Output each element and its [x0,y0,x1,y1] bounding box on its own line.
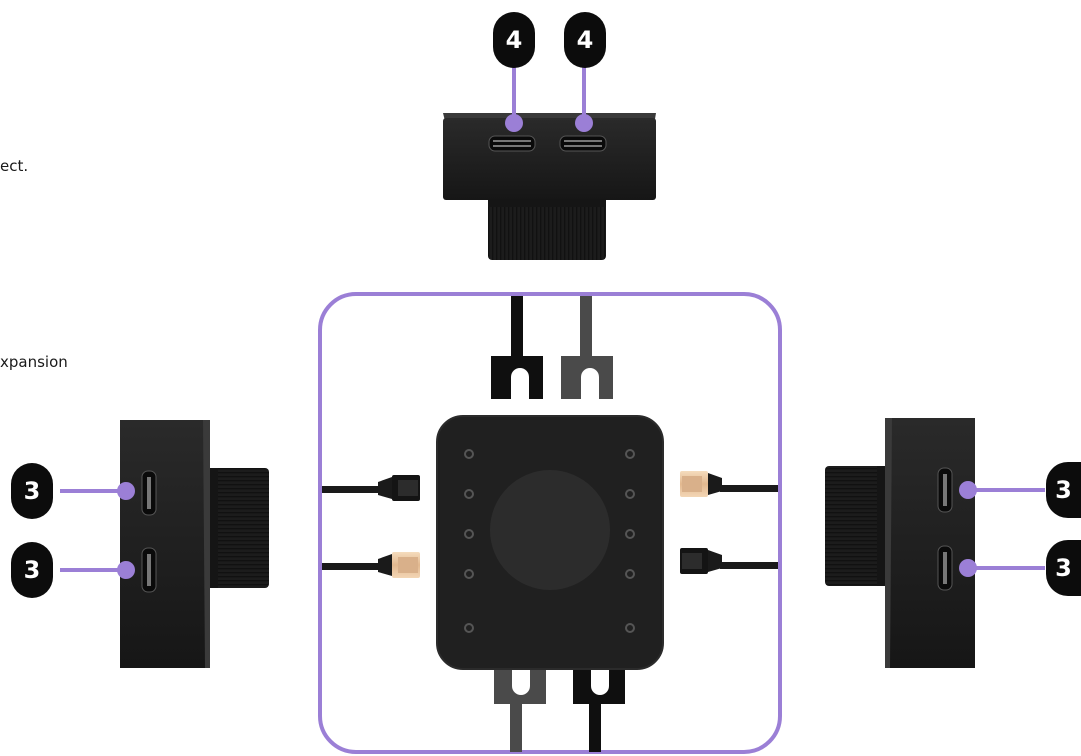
callout-badge-top-left: 4 [493,12,535,68]
hub-dial [490,470,610,590]
bottom-connector-black [573,656,625,752]
callout-badge-right-upper: 3 [1046,462,1081,518]
hub-screw-holes [464,449,635,633]
usb-port-icon [559,135,607,152]
left-cable-gold [322,552,420,578]
usb-port-icon [937,545,953,591]
callout-badge-left-lower: 3 [11,542,53,598]
right-expansion-module [825,418,1045,668]
usb-port-icon [937,467,953,513]
left-expansion-module [60,420,269,668]
left-cable-black [322,475,420,501]
description-fragment-2: xpansion [0,353,68,371]
callout-badge-left-upper: 3 [11,463,53,519]
top-connector-black [491,296,543,399]
callout-badge-top-right: 4 [564,12,606,68]
callout-dot [575,114,593,132]
bottom-connector-grey [494,656,546,752]
usb-port-icon [141,547,157,593]
usb-port-icon [141,470,157,516]
callout-dot [505,114,523,132]
highlight-frame [318,292,782,754]
callout-badge-right-lower: 3 [1046,540,1081,596]
right-cable-gold [680,471,778,497]
top-connector-grey [561,296,613,399]
usb-port-icon [488,135,536,152]
central-hub [436,415,664,670]
description-fragment-1: ect. [0,157,29,175]
top-expansion-module [443,62,656,260]
right-cable-black [680,548,778,574]
